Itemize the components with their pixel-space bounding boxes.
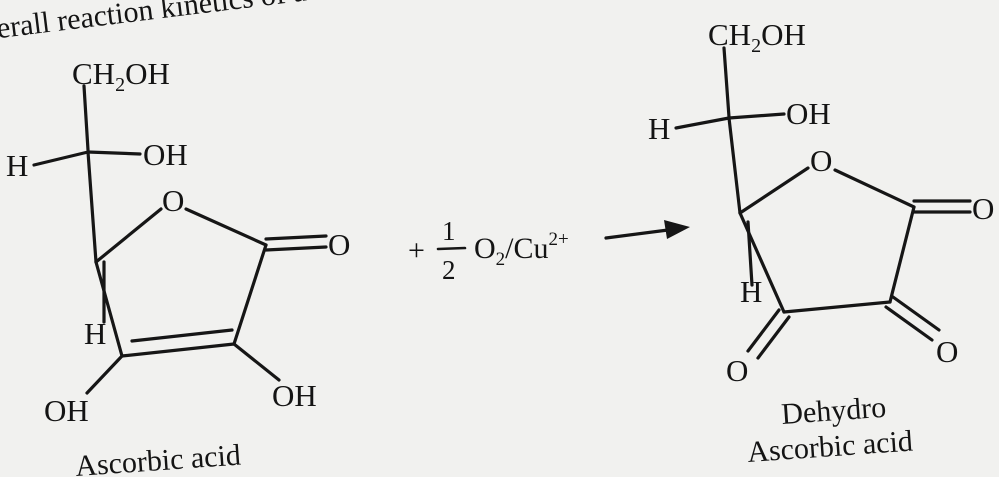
bond-carbonyl-1 [264,234,328,241]
bond-o-c1 [184,207,268,247]
plus-sign: + [408,234,425,267]
bond-c2-o-1 [884,305,934,342]
bond-c-oh [86,150,142,156]
label-o-left-right: O [726,353,748,388]
label-ring-o-right: O [810,143,832,178]
label-carbonyl-o-right: O [972,191,994,226]
bond-c-oh-right [727,112,786,120]
label-oh-left: OH [44,393,89,428]
compound-name-ascorbic-acid: Ascorbic acid [74,439,242,477]
bond-c3-oh [85,354,124,395]
bond-sidechain-ring-right [727,116,742,215]
compound-name-ascorbic-acid-right: Ascorbic acid [746,425,914,469]
bond-h-c-right [674,116,731,130]
bond-c4-h-right [746,220,754,287]
label-h-side-left: H [6,148,28,183]
bond-o-c1-right [833,168,916,209]
bond-c2-o-2 [891,295,941,332]
ascorbic-acid-structure: CH2OH H OH O O H OH OH Ascorbic acid [6,56,350,477]
reaction-arrow-head [664,220,690,239]
label-h-ring-left: H [84,316,106,351]
bond-c2-c3 [120,342,236,358]
bond-c3-c4 [94,260,124,358]
label-ch2oh-right: CH2OH [708,17,806,57]
caption-fragment: erall reaction kinetics of auto-oxida [0,0,422,45]
label-oh-side-left: OH [143,137,188,172]
fraction-denominator: 2 [442,255,456,285]
label-h-side-right: H [648,111,670,146]
oxidant-catalyst-label: O2/Cu2+ [474,229,569,270]
bond-h-c [32,150,90,167]
fraction-bar [436,246,467,251]
bond-c1-c2 [232,243,268,346]
bond-c2-oh [232,342,281,382]
fraction-numerator: 1 [442,216,456,246]
dehydroascorbic-acid-structure: CH2OH H OH O O H O O Dehydro Ascorbic ac… [648,17,994,469]
label-ch2oh-left: CH2OH [72,56,170,96]
bond-c2-c3-double [130,328,234,343]
label-carbonyl-o-left: O [328,227,350,262]
label-h-ring-right: H [740,274,762,309]
label-oh-side-right: OH [786,96,831,131]
compound-name-dehydro: Dehydro [780,391,887,431]
bond-carbonyl-2 [264,245,328,252]
bond-c4-o [94,207,163,264]
bond-c2-c3-right [782,300,892,314]
reaction-arrow-shaft [604,228,670,240]
bond-c4-o-right [738,166,810,215]
bond-ch2oh-c-right [722,46,731,119]
bond-ch2oh-c [82,84,90,152]
bond-c3-o-2 [756,315,791,360]
label-ring-o-left: O [162,183,184,218]
label-o-right-right: O [936,334,958,369]
bond-sidechain-ring [86,150,98,264]
label-oh-right: OH [272,378,317,413]
bond-c3-o-1 [746,308,781,353]
reaction-conditions: + 1 2 O2/Cu2+ [408,216,690,285]
bond-c1-c2-right [888,205,916,304]
